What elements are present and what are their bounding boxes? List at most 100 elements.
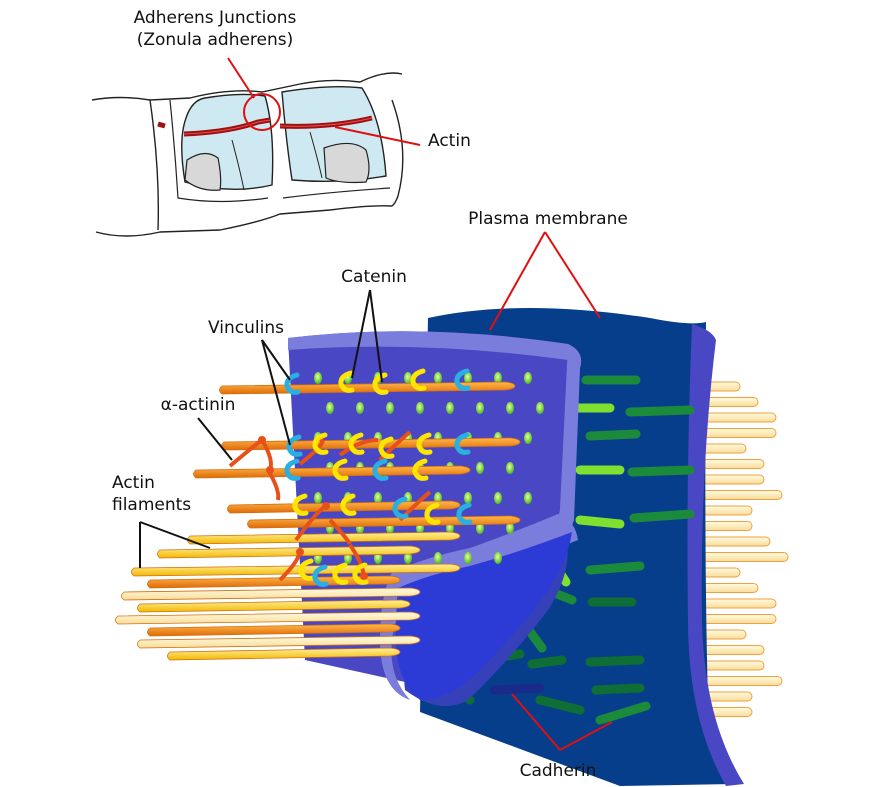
catenin-marker — [332, 562, 349, 585]
actin-filament — [137, 599, 411, 613]
alpha-actinin-label: α-actinin — [161, 395, 236, 415]
vinculin-marker — [372, 458, 389, 481]
catenin-marker — [410, 368, 427, 391]
membrane-protein-dot — [494, 492, 502, 504]
membrane-protein-dot — [524, 432, 532, 444]
cadherin-rod — [627, 465, 695, 477]
cadherin-rod — [585, 655, 645, 667]
membrane-protein-dot — [356, 402, 364, 414]
catenin-marker — [338, 370, 355, 393]
actin-filament — [137, 635, 421, 649]
membrane-protein-dot — [476, 402, 484, 414]
back-actin-filament — [701, 645, 765, 655]
vinculin-marker — [392, 496, 409, 519]
catenin-vinculin-markers — [284, 368, 473, 587]
membrane-protein-dot — [326, 402, 334, 414]
membrane-protein-dot — [476, 522, 484, 534]
cadherin-rod — [585, 429, 641, 441]
catenin-marker — [298, 558, 315, 581]
plasma-membrane-label: Plasma membrane — [468, 209, 628, 229]
cadherin-rod — [527, 655, 567, 669]
catenin-marker — [424, 502, 441, 525]
cadherin-rod — [591, 683, 645, 695]
cadherin-rod — [489, 683, 545, 695]
membrane-protein-dot — [494, 552, 502, 564]
actin-filament — [167, 647, 401, 661]
membrane-protein-dot — [434, 552, 442, 564]
cadherin-rod — [585, 561, 645, 575]
vinculin-marker — [284, 372, 301, 395]
membrane-protein-dot — [464, 552, 472, 564]
actin-label: Actin — [428, 131, 471, 151]
membrane-protein-dot — [374, 492, 382, 504]
membrane-protein-dot — [314, 492, 322, 504]
back-actin-filament — [701, 598, 777, 609]
membrane-protein-dot — [536, 402, 544, 414]
catenin-marker — [312, 432, 329, 455]
catenin-marker — [348, 432, 365, 455]
actin-filament — [193, 465, 471, 479]
zonula-adherens-label: (Zonula adherens) — [137, 30, 294, 50]
actin-filament — [121, 587, 421, 601]
membrane-protein-dot — [494, 372, 502, 384]
vinculin-marker — [286, 434, 303, 457]
membrane-protein-dot — [314, 372, 322, 384]
back-actin-filament — [701, 459, 765, 469]
cadherin-rod — [535, 695, 585, 715]
membrane-protein-dot — [416, 402, 424, 414]
membrane-protein-dot — [404, 372, 412, 384]
membrane-protein-dot — [464, 372, 472, 384]
membrane-protein-dot — [524, 492, 532, 504]
back-actin-filament — [695, 676, 783, 686]
cadherin-rod — [575, 515, 625, 529]
catenin-marker — [412, 458, 429, 481]
membrane-protein-dot — [506, 522, 514, 534]
callout-lines — [139, 231, 613, 751]
vinculins-label: Vinculins — [208, 318, 284, 338]
catenin-marker — [416, 432, 433, 455]
vinculin-marker — [284, 458, 301, 481]
membrane-protein-dot — [506, 462, 514, 474]
membrane-protein-dot — [524, 372, 532, 384]
cadherin-label: Cadherin — [520, 761, 597, 781]
actin-filament — [131, 563, 461, 577]
back-actin-filament — [701, 412, 777, 423]
actin-filament — [247, 515, 521, 529]
catenin-marker — [332, 458, 349, 481]
vinculin-marker — [312, 564, 329, 587]
alpha-actinin-crosslinks — [228, 430, 432, 582]
catenin-label: Catenin — [341, 267, 407, 287]
back-actin-filament — [695, 490, 783, 500]
membrane-section-illustration-icon — [115, 231, 789, 786]
cadherin-rod — [625, 405, 695, 417]
back-actin-filament — [695, 536, 771, 547]
actin-filament — [147, 623, 401, 637]
front-actin-filaments — [115, 381, 521, 661]
catenin-marker — [378, 436, 395, 459]
catenin-marker — [292, 493, 309, 516]
membrane-protein-dot — [476, 462, 484, 474]
back-actin-filament — [701, 505, 753, 516]
membrane-protein-dot — [374, 552, 382, 564]
catenin-marker — [340, 493, 357, 516]
back-actin-filament — [701, 552, 789, 562]
membrane-protein-dot — [434, 372, 442, 384]
catenin-marker — [372, 372, 389, 395]
cell-junction-schematic-icon — [91, 57, 421, 237]
membrane-protein-dot — [386, 402, 394, 414]
actin-filament — [115, 611, 421, 625]
membrane-protein-dot — [446, 402, 454, 414]
vinculin-marker — [454, 368, 471, 391]
vinculin-marker — [456, 502, 473, 525]
membrane-protein-dot — [464, 492, 472, 504]
vinculin-marker — [454, 432, 471, 455]
actin-filaments-label-line1: Actin — [112, 473, 155, 493]
actin-filaments-label-line2: filaments — [112, 495, 191, 515]
adherens-junctions-label: Adherens Junctions — [134, 8, 297, 28]
membrane-protein-dot — [506, 402, 514, 414]
cadherin-rod — [629, 509, 695, 523]
cadherin-rod — [595, 701, 651, 725]
catenin-marker — [352, 562, 369, 585]
membrane-protein-dot — [404, 552, 412, 564]
